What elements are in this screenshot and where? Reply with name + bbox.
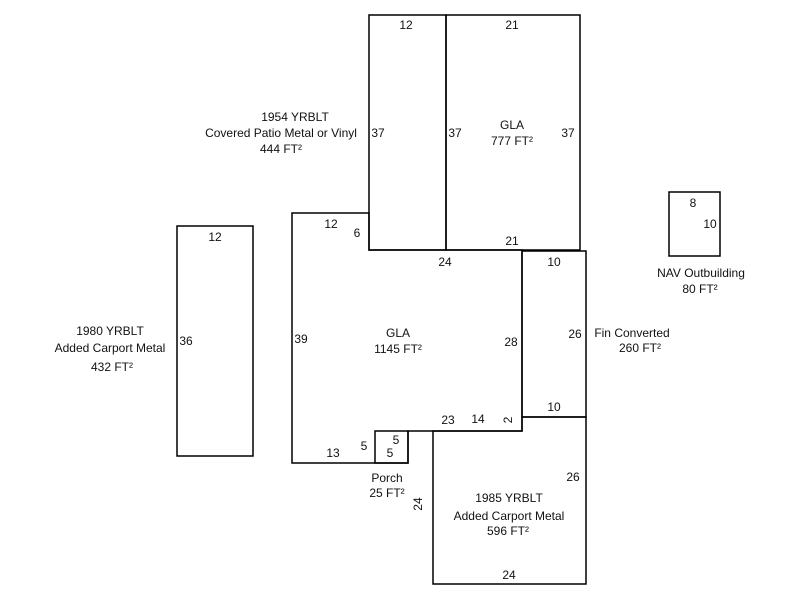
area-year: 1985 YRBLT bbox=[475, 491, 543, 505]
dim-label: 39 bbox=[294, 332, 308, 346]
area-label: Added Carport Metal bbox=[55, 341, 166, 355]
area-label: NAV Outbuilding bbox=[657, 266, 745, 280]
dim-label: 12 bbox=[399, 18, 413, 32]
area-label: GLA bbox=[386, 326, 410, 340]
area-size: 777 FT² bbox=[491, 134, 533, 148]
dim-label: 12 bbox=[208, 230, 222, 244]
dim-label: 23 bbox=[441, 413, 455, 427]
dim-label: 10 bbox=[547, 400, 561, 414]
dim-label: 5 bbox=[393, 433, 400, 447]
dim-label: 12 bbox=[324, 217, 338, 231]
area-label: Added Carport Metal bbox=[454, 509, 565, 523]
dim-label: 5 bbox=[361, 439, 368, 453]
area-size: 25 FT² bbox=[369, 486, 404, 500]
dim-label: 37 bbox=[561, 126, 575, 140]
dim-label: 8 bbox=[690, 196, 697, 210]
area-label: Fin Converted bbox=[594, 326, 669, 340]
area-label: Porch bbox=[371, 471, 402, 485]
dim-label: 21 bbox=[505, 234, 519, 248]
dim-label: 10 bbox=[703, 217, 717, 231]
area-size: 444 FT² bbox=[260, 142, 302, 156]
area-year: 1954 YRBLT bbox=[261, 110, 329, 124]
dim-label: 10 bbox=[547, 255, 561, 269]
dim-label: 37 bbox=[448, 126, 462, 140]
dim-label: 24 bbox=[411, 497, 425, 511]
dim-label: 28 bbox=[504, 335, 518, 349]
area-size: 260 FT² bbox=[619, 341, 661, 355]
dim-label: 6 bbox=[354, 226, 361, 240]
dim-label: 13 bbox=[326, 446, 340, 460]
dim-label: 21 bbox=[505, 18, 519, 32]
porch-outline bbox=[374, 430, 409, 464]
area-size: 596 FT² bbox=[487, 524, 529, 538]
dim-label: 26 bbox=[566, 470, 580, 484]
dim-label: 37 bbox=[371, 126, 385, 140]
area-size: 80 FT² bbox=[682, 282, 717, 296]
dim-label: 24 bbox=[502, 568, 516, 582]
area-label: GLA bbox=[500, 118, 524, 132]
dim-label: 26 bbox=[568, 327, 582, 341]
area-year: 1980 YRBLT bbox=[76, 324, 144, 338]
dim-label: 2 bbox=[501, 416, 515, 423]
dim-label: 5 bbox=[387, 446, 394, 460]
carport-1985-outline bbox=[432, 416, 587, 585]
carport-1980-outline bbox=[176, 225, 254, 457]
outbuilding-outline bbox=[668, 191, 721, 257]
dim-label: 24 bbox=[438, 255, 452, 269]
area-label: Covered Patio Metal or Vinyl bbox=[205, 126, 357, 140]
area-size: 432 FT² bbox=[91, 360, 133, 374]
gla-upper-outline bbox=[445, 14, 581, 251]
area-size: 1145 FT² bbox=[374, 342, 422, 356]
dim-label: 36 bbox=[179, 334, 193, 348]
dim-label: 14 bbox=[471, 412, 485, 426]
